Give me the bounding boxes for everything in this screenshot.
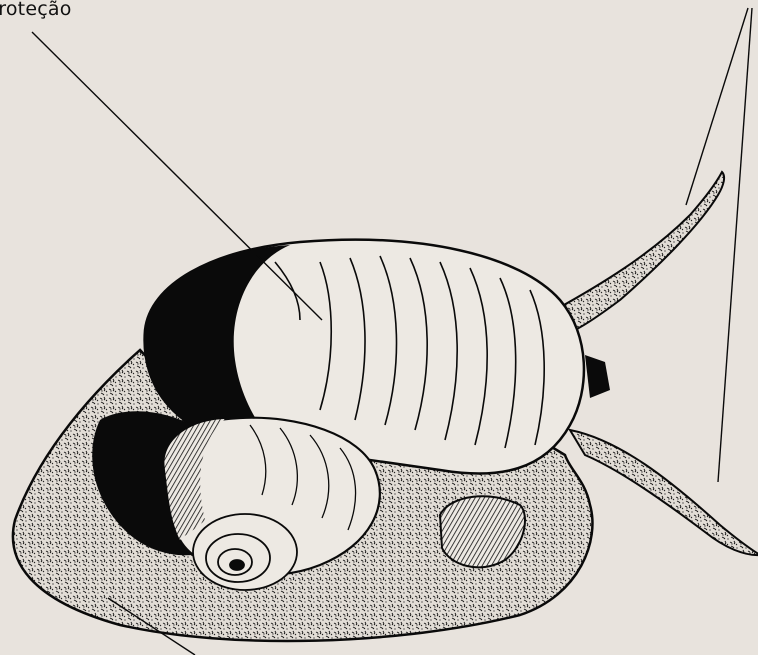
shell-label: proteção <box>0 0 72 20</box>
upper-tentacle <box>555 172 724 330</box>
shell-apex-spiral <box>193 514 297 590</box>
lower-tentacle <box>570 430 758 555</box>
snail-head-detail <box>585 355 610 398</box>
